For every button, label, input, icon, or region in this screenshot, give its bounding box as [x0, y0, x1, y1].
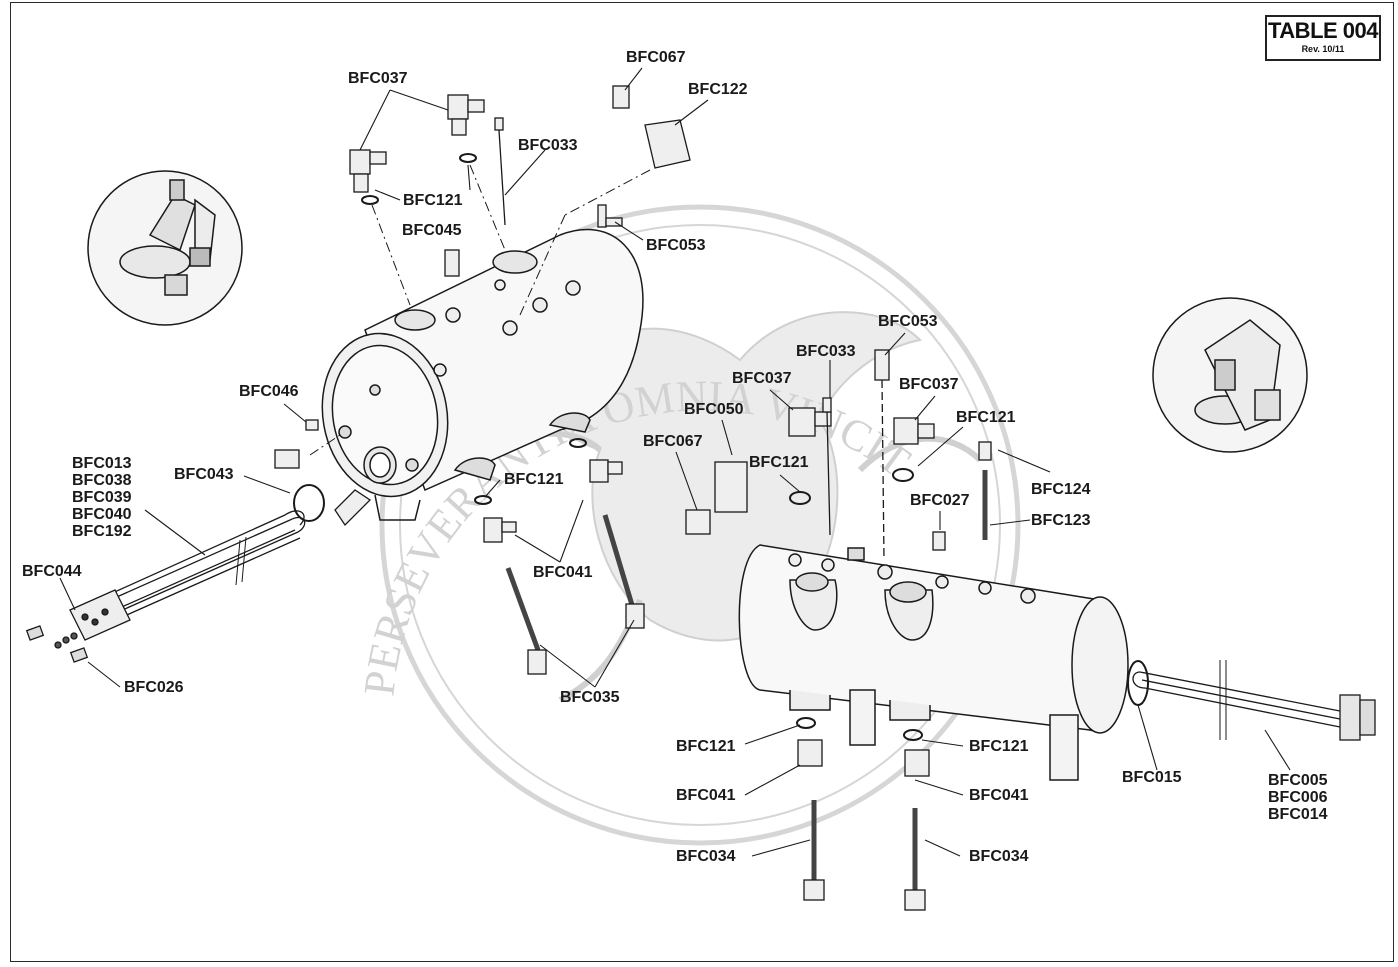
table-revision: Rev. 10/11 [1301, 44, 1345, 54]
label-bfc041-bottom-right: BFC041 [969, 787, 1029, 804]
label-bfc121-bottom-left: BFC121 [676, 738, 736, 755]
label-bfc124: BFC124 [1031, 481, 1091, 498]
label-bfc122: BFC122 [688, 81, 748, 98]
heating-element-right [1132, 660, 1376, 741]
fittings [274, 85, 992, 911]
label-bfc033-top: BFC033 [518, 137, 578, 154]
label-bfc027: BFC027 [910, 492, 970, 509]
label-bfc121-bottom-right: BFC121 [969, 738, 1029, 755]
label-bfc121-mid: BFC121 [504, 471, 564, 488]
label-bfc015: BFC015 [1122, 769, 1182, 786]
label-element-right-2: BFC006 [1268, 789, 1328, 806]
leader-lines [59, 67, 1291, 857]
label-bfc026: BFC026 [124, 679, 184, 696]
label-bfc044: BFC044 [22, 563, 82, 580]
heating-element-left [25, 510, 306, 663]
label-element-right-3: BFC014 [1268, 806, 1328, 823]
label-bfc121-right: BFC121 [956, 409, 1016, 426]
label-bfc043: BFC043 [174, 466, 234, 483]
label-bfc035: BFC035 [560, 689, 620, 706]
label-bfc034-right: BFC034 [969, 848, 1029, 865]
detail-circle-right [1152, 297, 1308, 453]
label-bfc041-bottom-left: BFC041 [676, 787, 736, 804]
label-element-right-1: BFC005 [1268, 772, 1328, 789]
label-element-left-5: BFC192 [72, 523, 132, 540]
label-bfc121-top: BFC121 [403, 192, 463, 209]
label-bfc033-right: BFC033 [796, 343, 856, 360]
label-bfc053-top: BFC053 [646, 237, 706, 254]
left-boiler-tank [321, 228, 644, 521]
label-bfc123: BFC123 [1031, 512, 1091, 529]
label-bfc037-right: BFC037 [899, 376, 959, 393]
label-bfc121-valve: BFC121 [749, 454, 809, 471]
table-title-box: TABLE 004 Rev. 10/11 [1265, 15, 1381, 61]
assembly-lines [309, 164, 651, 456]
label-element-left-1: BFC013 [72, 455, 132, 472]
label-bfc041-mid: BFC041 [533, 564, 593, 581]
label-bfc034-left: BFC034 [676, 848, 736, 865]
label-bfc067-mid: BFC067 [643, 433, 703, 450]
label-element-left-3: BFC039 [72, 489, 132, 506]
label-bfc037-top: BFC037 [348, 70, 408, 87]
detail-circle-left [87, 170, 243, 326]
label-element-left-4: BFC040 [72, 506, 132, 523]
label-bfc045: BFC045 [402, 222, 462, 239]
label-element-left-2: BFC038 [72, 472, 132, 489]
label-bfc053-right: BFC053 [878, 313, 938, 330]
label-bfc046: BFC046 [239, 383, 299, 400]
label-bfc067-top: BFC067 [626, 49, 686, 66]
table-title: TABLE 004 [1267, 18, 1379, 43]
label-bfc037-mid: BFC037 [732, 370, 792, 387]
label-bfc050: BFC050 [684, 401, 744, 418]
sheet-border [10, 2, 1394, 962]
gaskets [293, 153, 1149, 741]
right-boiler-tank [738, 544, 1129, 781]
